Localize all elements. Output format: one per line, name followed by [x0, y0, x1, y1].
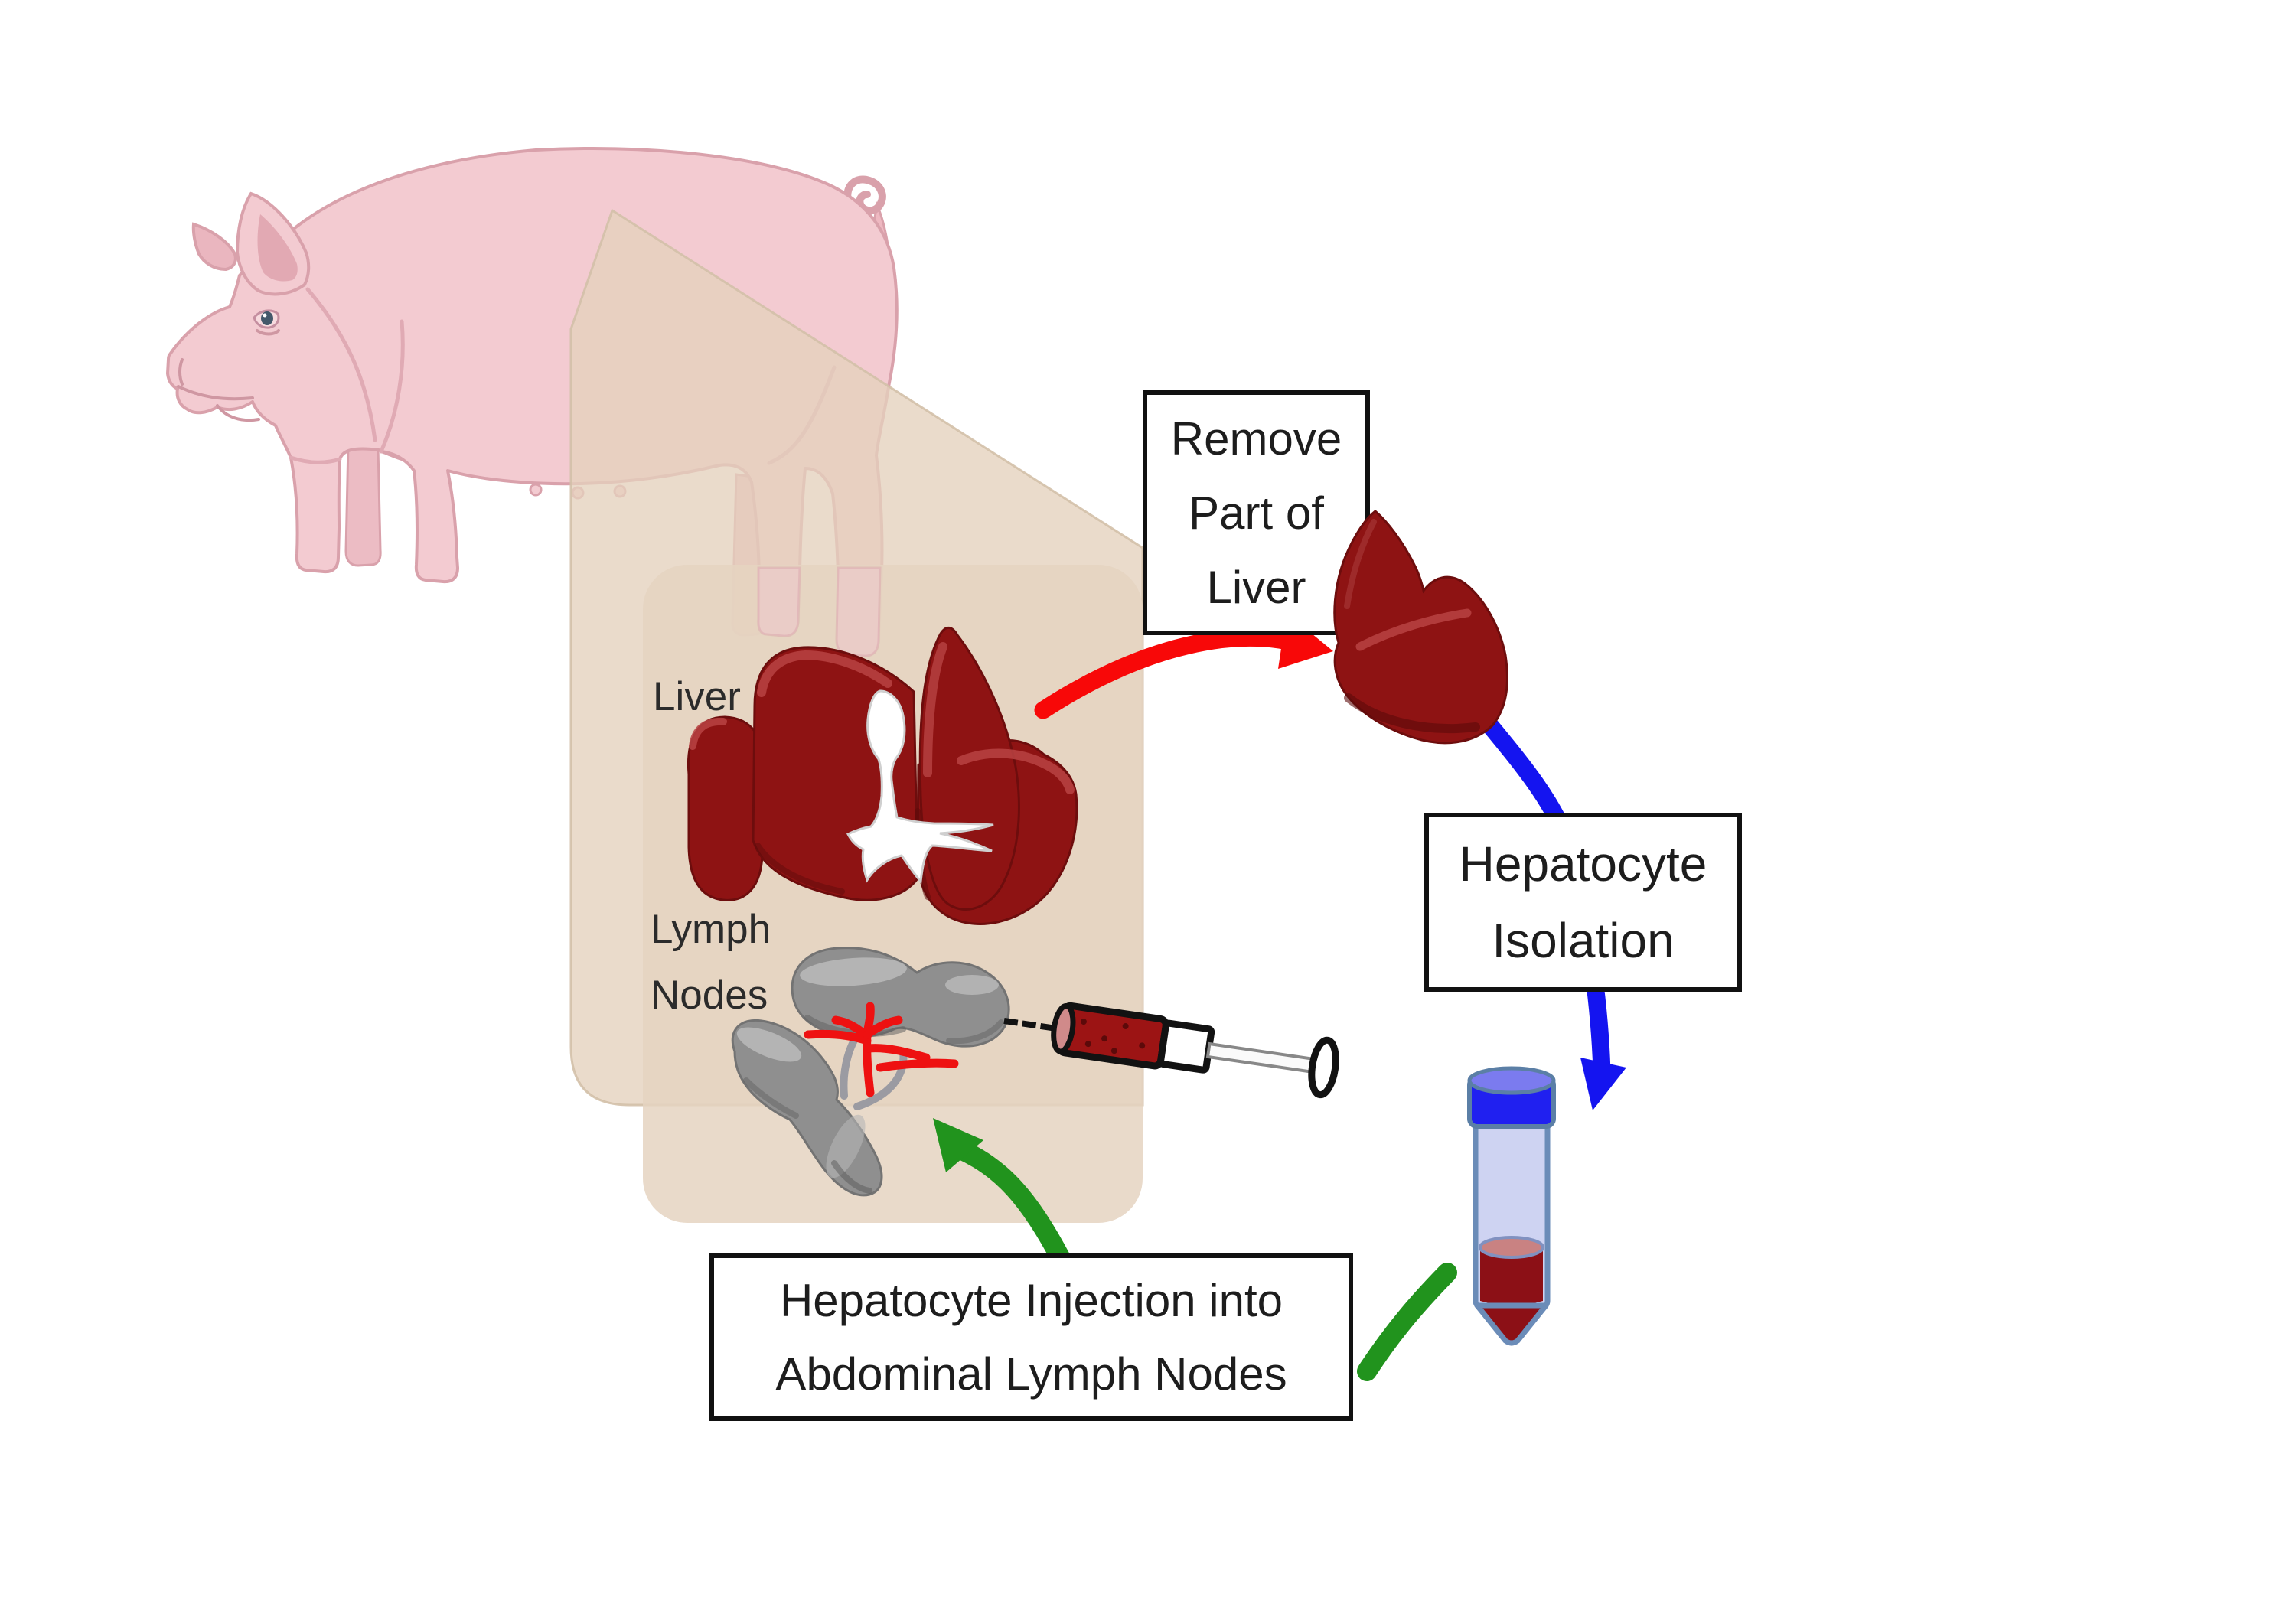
tube-body — [1476, 1113, 1548, 1309]
liver-lobe-left — [687, 715, 767, 901]
hepatocyte-isolation-box: Hepatocyte Isolation — [1424, 813, 1742, 992]
liver-label: Liver — [653, 674, 741, 719]
remove-part-of-liver-box: Remove Part of Liver — [1143, 390, 1370, 635]
tube-liquid — [1480, 1247, 1543, 1305]
tube-cap-top — [1467, 1066, 1556, 1095]
pig-teats — [529, 483, 627, 500]
pig-illustration — [166, 147, 899, 658]
liver-bile-duct — [846, 689, 994, 885]
pig-tail — [871, 200, 894, 341]
lymph-vessels — [804, 1002, 959, 1097]
tube-liquid-surface — [1479, 1236, 1544, 1259]
lymph-node-upper — [791, 947, 1010, 1048]
tube-icon — [1467, 1066, 1556, 1346]
syringe-barrel — [1055, 1002, 1169, 1070]
syringe-glass — [1157, 1019, 1215, 1074]
syringe-barrel-end — [1051, 1003, 1076, 1054]
pig-eye — [253, 309, 280, 329]
pig-body — [166, 147, 899, 658]
syringe-icon — [1003, 1002, 1339, 1099]
pig-shading-lines — [289, 287, 837, 465]
pig-ear-inner — [257, 214, 298, 282]
lymph-nodes-illustration — [731, 947, 1010, 1197]
pig-far-front-leg — [344, 442, 382, 567]
lymph-node-shading — [736, 957, 1004, 1194]
liver-illustration — [687, 626, 1078, 925]
pig-far-rear-leg — [731, 473, 766, 637]
liver-highlights — [689, 642, 1075, 900]
pig-far-ear — [191, 222, 237, 272]
syringe-needle — [1003, 1018, 1065, 1033]
pig-near-ear — [235, 191, 311, 296]
tube-cone — [1474, 1302, 1549, 1346]
liver-lobe-center — [752, 646, 919, 901]
lymph-node-lower — [731, 1019, 883, 1197]
lymph-nodes-label: Lymph Nodes — [651, 907, 771, 1018]
liver-lobe-right — [916, 739, 1078, 925]
injection-box-label: Hepatocyte Injection into Abdominal Lymp… — [775, 1274, 1287, 1400]
remove-box-label: Remove Part of Liver — [1170, 412, 1342, 613]
tube-cap — [1467, 1075, 1556, 1129]
syringe-cells — [1080, 1019, 1146, 1054]
lymph-gray-ducts — [840, 1023, 908, 1110]
pig-face-lines — [177, 329, 280, 422]
liver-lobe-tall — [918, 626, 1020, 911]
syringe-plunger-flange — [1308, 1036, 1339, 1099]
syringe-plunger-rod — [1205, 1041, 1324, 1075]
organ-panel — [643, 565, 1143, 1223]
isolation-box-label: Hepatocyte Isolation — [1459, 836, 1707, 968]
pig-ghost-legs — [757, 566, 882, 657]
pig-tail-curl — [843, 175, 886, 215]
hepatocyte-injection-box: Hepatocyte Injection into Abdominal Lymp… — [709, 1253, 1353, 1421]
